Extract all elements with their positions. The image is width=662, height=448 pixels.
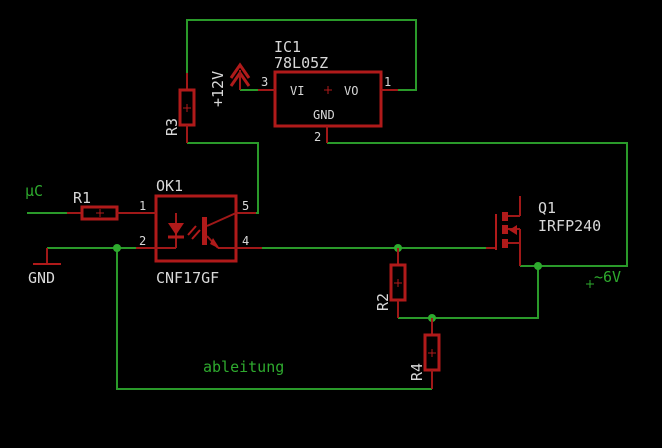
resistor-r3[interactable]: R3	[163, 73, 196, 143]
ok1-name: OK1	[156, 177, 183, 195]
q1-name: Q1	[538, 199, 556, 217]
ground-symbol[interactable]: GND	[28, 248, 61, 287]
r3-name: R3	[163, 118, 181, 136]
ok1-pin1-num: 1	[139, 199, 146, 213]
ic1-regulator[interactable]: IC1 78L05Z VI VO GND 3 1 2	[258, 38, 398, 144]
ic1-pin3-num: 3	[261, 75, 268, 89]
optocoupler-ok1[interactable]: OK1 CNF17GF 1 2 5 4	[136, 177, 262, 287]
wire-top-loop[interactable]	[186, 19, 417, 91]
wire-ic1-gnd[interactable]	[327, 142, 628, 267]
net-label-ableitung[interactable]: ableitung	[203, 358, 284, 376]
junction-source	[534, 262, 542, 270]
q1-value: IRFP240	[538, 217, 601, 235]
wires	[27, 19, 628, 390]
resistor-r2[interactable]: R2	[374, 248, 407, 318]
supply-12v-label: +12V	[209, 71, 227, 107]
ic1-pin1-num: 1	[384, 75, 391, 89]
mosfet-arrow-icon	[509, 225, 517, 235]
ok1-body	[154, 194, 238, 263]
net-label-6v[interactable]: ~6V	[594, 268, 621, 286]
wire-ableitung[interactable]	[116, 248, 432, 390]
ic1-pin2-num: 2	[314, 130, 321, 144]
mosfet-q1[interactable]: Q1 IRFP240	[486, 196, 601, 266]
ic1-pin-vi-label: VI	[290, 84, 304, 98]
wire-r2-r4[interactable]	[398, 266, 539, 319]
ic1-pin-vo-label: VO	[344, 84, 358, 98]
light-rays-icon	[187, 225, 201, 240]
resistor-r4[interactable]: R4	[408, 318, 441, 389]
ok1-pin2-num: 2	[139, 234, 146, 248]
supply-arrow-icon	[229, 62, 251, 90]
phototransistor-icon	[202, 212, 237, 249]
ok1-pin5-num: 5	[242, 199, 249, 213]
r2-name: R2	[374, 293, 392, 311]
ic1-pin-gnd-label: GND	[313, 108, 335, 122]
led-icon	[168, 213, 184, 248]
ok1-value: CNF17GF	[156, 269, 219, 287]
ic1-name: IC1	[274, 38, 301, 56]
junction-gnd	[113, 244, 121, 252]
net-label-uc[interactable]: µC	[25, 182, 43, 200]
gnd-label: GND	[28, 269, 55, 287]
r1-name: R1	[73, 189, 91, 207]
ok1-pin4-num: 4	[242, 234, 249, 248]
supply-12v[interactable]: +12V	[209, 62, 251, 107]
ic1-value: 78L05Z	[274, 54, 328, 72]
r4-name: R4	[408, 363, 426, 381]
